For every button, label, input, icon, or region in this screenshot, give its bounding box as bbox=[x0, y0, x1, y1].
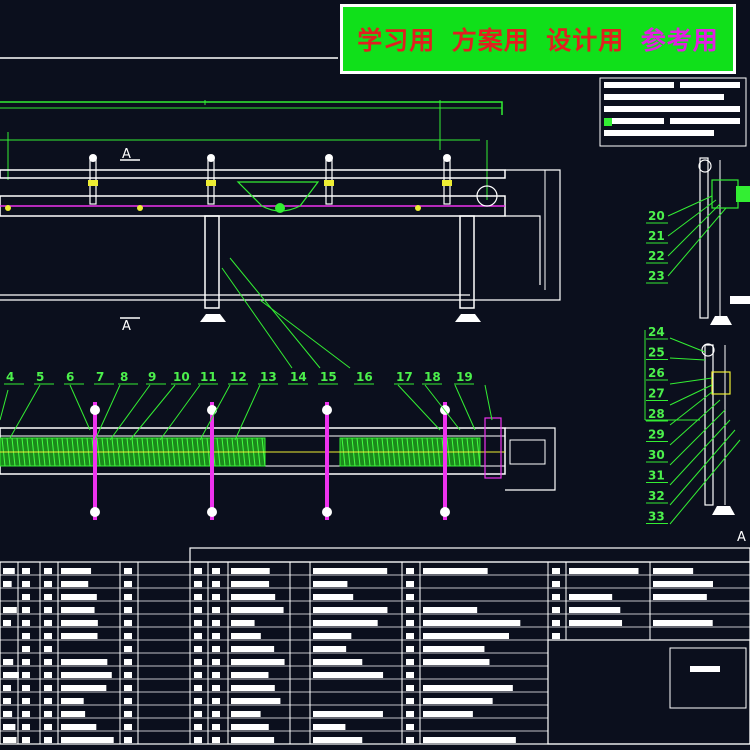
callout-plan-19: 19 bbox=[456, 370, 473, 384]
callout-plan-9: 9 bbox=[148, 370, 156, 384]
callout-side-22: 22 bbox=[648, 249, 665, 263]
callout-side-33: 33 bbox=[648, 510, 665, 524]
callout-plan-18: 18 bbox=[424, 370, 441, 384]
callout-side-20: 20 bbox=[648, 209, 665, 223]
callout-side-24: 24 bbox=[648, 325, 665, 339]
callout-side-28: 28 bbox=[648, 407, 665, 421]
watermark-banner: 学习用 方案用 设计用 参考用 bbox=[340, 4, 736, 74]
callout-side-25: 25 bbox=[648, 346, 665, 360]
banner-item-study: 学习用 bbox=[357, 26, 436, 55]
callout-side-29: 29 bbox=[648, 428, 665, 442]
callout-side-23: 23 bbox=[648, 269, 665, 283]
callout-plan-12: 12 bbox=[230, 370, 247, 384]
callout-plan-10: 10 bbox=[173, 370, 190, 384]
side-view-upper bbox=[667, 157, 750, 325]
side-lower-callouts: 24 25 26 27 28 29 30 31 32 33 bbox=[646, 325, 668, 524]
callout-side-21: 21 bbox=[648, 229, 665, 243]
side-upper-callouts: 20 21 22 23 bbox=[646, 209, 668, 284]
banner-item-design: 设计用 bbox=[546, 26, 625, 55]
section-mark-a-side: A bbox=[737, 530, 746, 545]
callout-plan-8: 8 bbox=[120, 370, 128, 384]
plan-callouts: 4 5 6 7 8 9 10 11 12 13 14 15 16 17 18 19 bbox=[4, 370, 474, 385]
callout-side-32: 32 bbox=[648, 489, 665, 503]
banner-item-plan: 方案用 bbox=[451, 26, 530, 55]
section-mark-a-bottom: A bbox=[122, 319, 131, 334]
callout-plan-13: 13 bbox=[260, 370, 277, 384]
callout-plan-17: 17 bbox=[396, 370, 413, 384]
callout-plan-11: 11 bbox=[200, 370, 217, 384]
callout-side-31: 31 bbox=[648, 469, 665, 483]
plan-view bbox=[0, 384, 556, 520]
side-view-lower: A bbox=[644, 330, 746, 545]
callout-plan-6: 6 bbox=[66, 370, 74, 384]
title-block-top bbox=[599, 77, 747, 147]
callout-side-30: 30 bbox=[648, 448, 665, 462]
callout-plan-15: 15 bbox=[320, 370, 337, 384]
section-mark-a-top: A bbox=[122, 147, 131, 162]
bill-of-materials-table bbox=[0, 547, 750, 745]
callout-plan-5: 5 bbox=[36, 370, 44, 384]
callout-plan-14: 14 bbox=[290, 370, 307, 384]
callout-plan-16: 16 bbox=[356, 370, 373, 384]
callout-plan-7: 7 bbox=[96, 370, 104, 384]
callout-side-27: 27 bbox=[648, 387, 665, 401]
callout-side-26: 26 bbox=[648, 366, 665, 380]
callout-plan-4: 4 bbox=[6, 370, 14, 384]
banner-item-reference: 参考用 bbox=[640, 26, 719, 55]
front-elevation-view: A A bbox=[0, 100, 561, 369]
